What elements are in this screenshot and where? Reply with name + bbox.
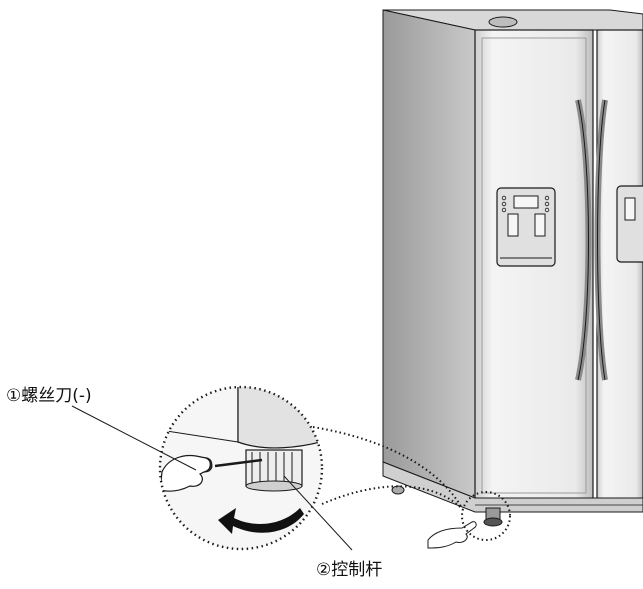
callout-lever: ②控制杆 (316, 560, 383, 580)
leader-line-screwdriver (71, 405, 197, 471)
hand-icon (427, 521, 477, 549)
hand-zoom-icon (160, 454, 211, 492)
curved-arrow-icon (218, 508, 304, 534)
foot-highlight-circle (461, 491, 511, 541)
leveling-nut (245, 449, 303, 492)
refrigerator (382, 9, 643, 549)
fridge-base (382, 461, 643, 513)
zoom-detail (158, 385, 324, 551)
fridge-side-panel (382, 9, 476, 499)
adjustable-foot (483, 507, 503, 527)
hinge-cap (488, 16, 518, 28)
zoom-connector-top (312, 426, 463, 509)
rear-foot (391, 485, 405, 495)
water-dispenser (496, 187, 556, 267)
leader-line-lever (283, 475, 353, 551)
ice-maker-panel (616, 185, 643, 263)
callout-screwdriver: ①螺丝刀(-) (6, 386, 92, 406)
